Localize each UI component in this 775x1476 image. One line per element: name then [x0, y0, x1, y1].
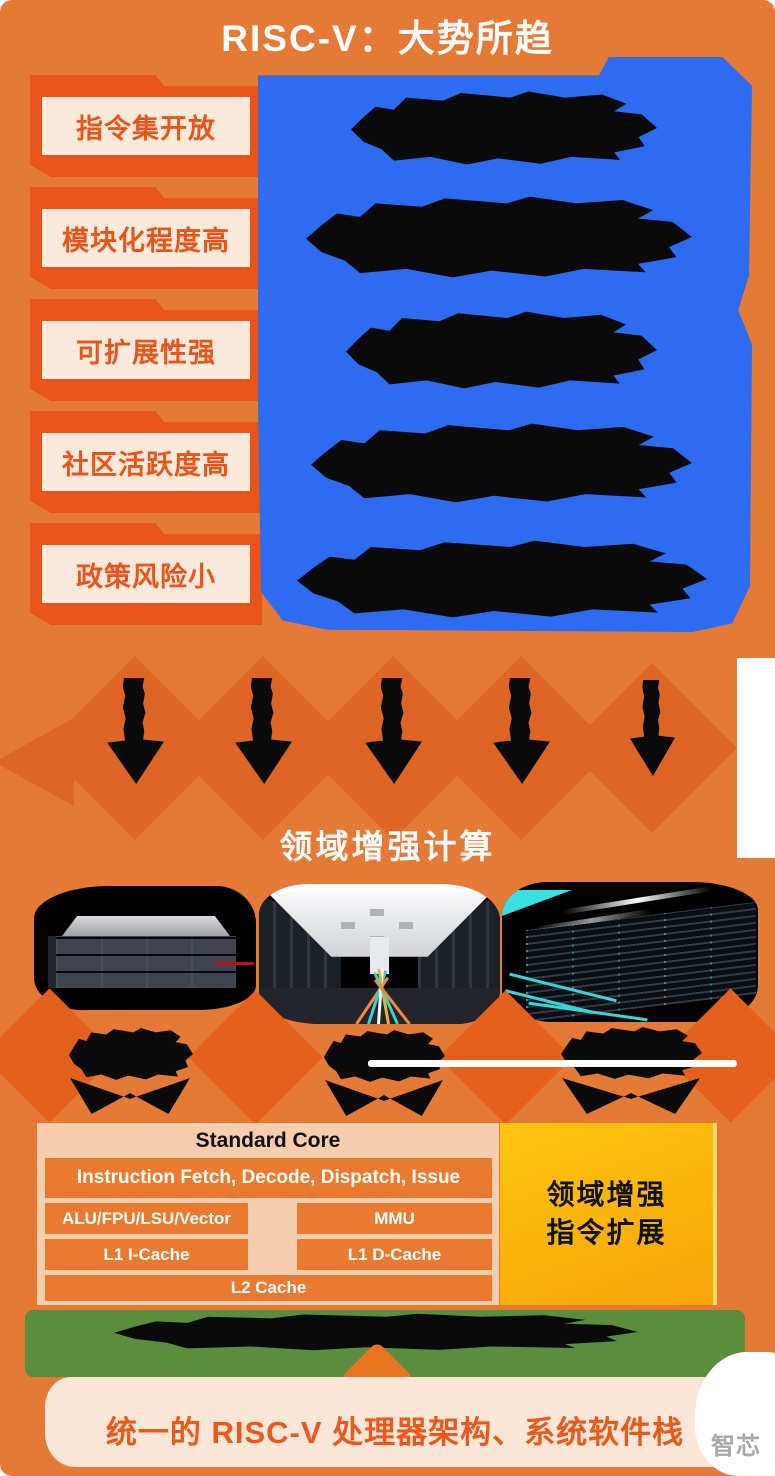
redacted-text-blob: [351, 91, 657, 165]
feature-row-community: 社区活跃度高: [30, 411, 262, 513]
section-title: 领域增强计算: [279, 828, 496, 865]
feature-row-extensible: 可扩展性强: [30, 299, 262, 401]
l1d-cache-box: L1 D-Cache: [297, 1239, 492, 1270]
feature-row-policy: 政策风险小: [30, 523, 262, 625]
redacted-text-blob: [346, 311, 657, 389]
extension-label-line1: 领域增强: [546, 1179, 667, 1211]
redacted-text-blob: [306, 196, 692, 278]
redacted-text-blob: [311, 423, 692, 503]
feature-label-box: 可扩展性强: [42, 321, 250, 379]
exec-units-box: ALU/FPU/LSU/Vector: [45, 1203, 248, 1234]
server-bezel: [48, 936, 57, 988]
redacted-caption-blob: [324, 1030, 445, 1082]
page-title: RISC-V：大势所趋: [221, 18, 554, 59]
white-edge-cutout: [737, 658, 775, 858]
feature-label-box: 政策风险小: [42, 545, 250, 603]
ribbon-tail: [562, 1078, 700, 1114]
red-accent-line: [216, 962, 254, 965]
redacted-caption-blob: [69, 1028, 193, 1080]
watermark-text: 智芯: [711, 1433, 761, 1460]
extension-label-line2: 指令扩展: [546, 1217, 667, 1248]
server-room-photo: [502, 882, 758, 1022]
white-underline: [368, 1060, 737, 1067]
ceiling-lamp: [369, 908, 384, 916]
standard-core-panel: Standard Core Instruction Fetch, Decode,…: [37, 1123, 499, 1305]
pipeline-box: Instruction Fetch, Decode, Dispatch, Iss…: [45, 1158, 492, 1198]
feature-label: 政策风险小: [76, 561, 216, 592]
cyan-glow-triangle: [502, 890, 572, 916]
redacted-caption-blob: [561, 1027, 702, 1079]
corridor-end-door: [369, 937, 390, 974]
bottom-banner-label: 统一的 RISC-V 处理器架构、系统软件栈: [105, 1414, 685, 1450]
watermark-logo: 智芯: [695, 1352, 775, 1476]
data-center-corridor-photo: [259, 884, 500, 1024]
server-drive-bays: [56, 936, 236, 988]
feature-label-box: 模块化程度高: [42, 209, 250, 267]
feature-row-isa-open: 指令集开放: [30, 75, 262, 177]
l2-cache-box: L2 Cache: [45, 1275, 492, 1301]
feature-label: 社区活跃度高: [62, 449, 230, 480]
mmu-box: MMU: [297, 1203, 492, 1234]
ceiling-lamp: [398, 921, 413, 929]
rack-server-photo: [34, 886, 256, 1010]
feature-label: 可扩展性强: [76, 337, 216, 368]
redacted-text-blob: [297, 540, 707, 618]
feature-label-box: 指令集开放: [42, 97, 250, 155]
ceiling-lamp: [340, 921, 355, 929]
ribbon-tail: [325, 1080, 443, 1116]
core-title: Standard Core: [195, 1129, 341, 1152]
server-top-lid: [62, 916, 230, 936]
feature-row-modular: 模块化程度高: [30, 187, 262, 289]
feature-label: 模块化程度高: [62, 225, 230, 256]
bottom-banner: 统一的 RISC-V 处理器架构、系统软件栈: [45, 1377, 745, 1467]
feature-label: 指令集开放: [76, 113, 216, 144]
domain-extension-box: 领域增强 指令扩展: [500, 1123, 717, 1305]
feature-label-box: 社区活跃度高: [42, 433, 250, 491]
l1i-cache-box: L1 I-Cache: [45, 1239, 248, 1270]
